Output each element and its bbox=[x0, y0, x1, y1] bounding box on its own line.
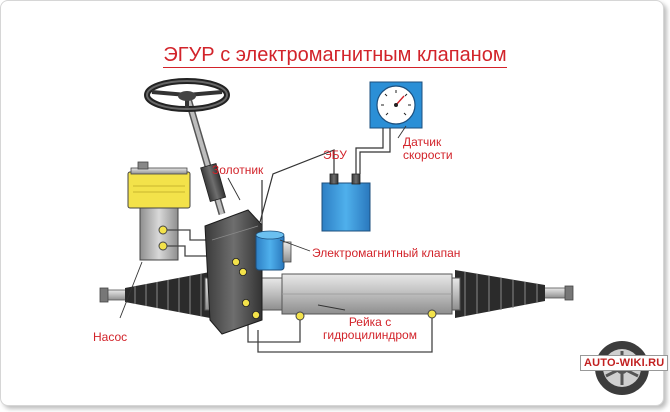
label-rack: Рейка с гидроцилиндром bbox=[323, 315, 417, 342]
diagram-title: ЭГУР с электромагнитным клапаном bbox=[163, 44, 507, 68]
speed-gauge bbox=[369, 81, 423, 129]
spool-ports bbox=[231, 257, 260, 319]
pump-reservoir bbox=[127, 161, 191, 261]
solenoid-valve bbox=[255, 230, 292, 271]
label-pump: Насос bbox=[93, 330, 128, 344]
steering-wheel bbox=[144, 78, 230, 112]
label-solenoid-valve: Электромагнитный клапан bbox=[312, 246, 461, 260]
pump-port bbox=[158, 225, 168, 235]
boot-right bbox=[455, 270, 545, 318]
pump-lines bbox=[167, 229, 212, 257]
hydraulic-lines bbox=[247, 314, 433, 353]
label-ecu: ЭБУ bbox=[323, 148, 347, 162]
steering-column bbox=[183, 94, 227, 215]
wiring bbox=[259, 128, 391, 230]
label-spool: Золотник bbox=[212, 163, 264, 177]
port-dot bbox=[295, 311, 305, 321]
pump-port bbox=[158, 241, 168, 251]
port-dot bbox=[427, 309, 437, 319]
label-speed-sensor: Датчик скорости bbox=[403, 135, 453, 162]
watermark-logo: AUTO-WIKI.RU bbox=[580, 355, 669, 371]
ecu-unit bbox=[321, 173, 371, 232]
label-leaders bbox=[119, 125, 407, 319]
boot-left bbox=[125, 272, 210, 318]
